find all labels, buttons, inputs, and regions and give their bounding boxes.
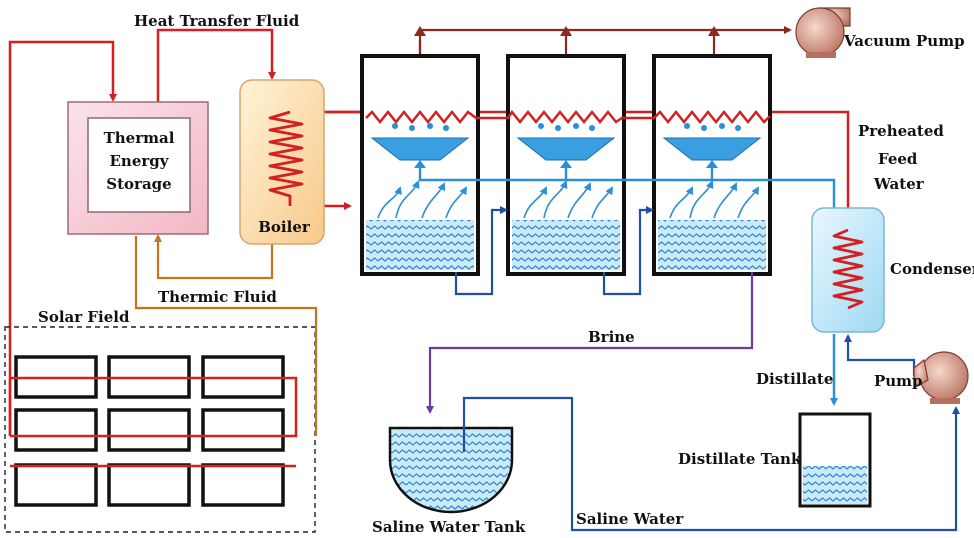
saline-water-tank (388, 426, 514, 514)
solar-panel (107, 408, 191, 452)
condenser (811, 207, 885, 333)
brine-pipe (426, 272, 754, 414)
vacuum-pump-label: Vacuum Pump (843, 32, 965, 50)
thermic-fluid-label: Thermic Fluid (158, 288, 277, 306)
vacuum-pump (795, 7, 851, 58)
saline-water-tank-label: Saline Water Tank (372, 518, 526, 536)
preheated-label-line1: Preheated (858, 122, 944, 140)
boiler-coil (268, 110, 304, 206)
tes-label-line1: Thermal (104, 129, 175, 147)
solar-field-label: Solar Field (38, 308, 130, 326)
distillate-tank-label: Distillate Tank (678, 450, 802, 468)
thermal-energy-storage: Thermal Energy Storage (67, 101, 209, 235)
solar-panel (14, 463, 98, 507)
condensate-droplets (392, 123, 741, 131)
solar-panel (201, 408, 285, 452)
thermic-fluid-loop (134, 234, 318, 436)
vacuum-vent-pipes (418, 26, 792, 54)
brine-transfer-pipes (454, 206, 654, 296)
heat-transfer-fluid-label: Heat Transfer Fluid (134, 12, 300, 30)
saline-water-label: Saline Water (576, 510, 684, 528)
boiler: Boiler (239, 79, 325, 245)
effect-heating-tube (365, 109, 771, 125)
effects: Brine (360, 26, 836, 414)
thermic-return-pipe (154, 234, 274, 280)
feed-pump (913, 351, 969, 404)
solar-supply-pipe (8, 40, 117, 436)
solar-panel (201, 463, 285, 507)
solar-field-border (4, 326, 316, 533)
solar-field-pipes (8, 376, 298, 468)
distillate-label: Distillate (756, 370, 833, 388)
preheated-label-line2: Feed (878, 150, 918, 168)
solar-panel (107, 463, 191, 507)
condenser-coil (832, 228, 864, 310)
brine-label: Brine (588, 328, 635, 346)
vapor-arrows (377, 180, 760, 219)
preheated-label-line3: Water (873, 175, 925, 193)
solar-field: Solar Field (4, 308, 316, 533)
condenser-label: Condenser (890, 260, 974, 278)
condenser-inlet-pipe (844, 334, 916, 376)
distillate-tank (798, 412, 872, 508)
thermic-solar-pipe (134, 236, 318, 436)
saline-water-pipe (462, 396, 960, 532)
boiler-label: Boiler (258, 218, 311, 236)
tes-to-boiler-pipe (156, 28, 276, 102)
tes-label-line2: Energy (110, 152, 170, 170)
solar-panel (14, 408, 98, 452)
feed-water-line (418, 162, 836, 210)
tes-label-line3: Storage (106, 175, 171, 193)
solar-panels (14, 355, 285, 507)
pump-label: Pump (874, 372, 923, 390)
